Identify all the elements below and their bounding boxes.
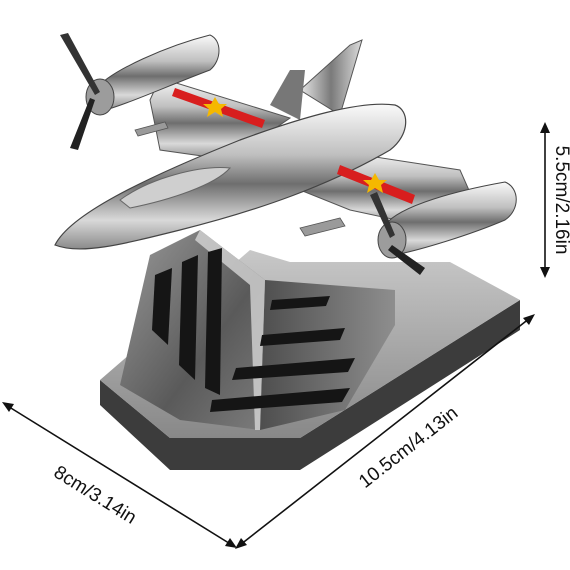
jet-model xyxy=(54,33,517,275)
engine-pod-lower xyxy=(370,181,517,275)
missiles xyxy=(134,121,346,237)
insignia-upper xyxy=(172,88,265,128)
stand-base xyxy=(100,230,520,470)
propeller-upper-icon xyxy=(60,33,100,150)
arrow-right-icon xyxy=(225,538,237,548)
vent-slots-right xyxy=(210,296,355,412)
base-right-panel xyxy=(260,280,395,430)
arrow-down-left-icon xyxy=(235,538,247,549)
fuselage xyxy=(54,103,407,250)
arrow-up-right-icon xyxy=(523,314,535,325)
star-lower-icon xyxy=(363,173,387,193)
base-front-ridge xyxy=(195,230,265,430)
vent-slots-left xyxy=(152,248,222,395)
star-upper-icon xyxy=(203,97,227,117)
propeller-lower-icon xyxy=(370,192,425,275)
tail-fin xyxy=(299,39,363,116)
insignia-lower xyxy=(337,165,415,204)
tail-fin-rear xyxy=(270,70,305,120)
engine-pod-upper xyxy=(60,33,220,150)
depth-label: 8cm/3.14in xyxy=(50,462,140,529)
arrow-up-icon xyxy=(540,122,550,133)
height-dimension: 5.5cm/2.16in xyxy=(540,122,570,278)
arrow-left-icon xyxy=(2,402,14,412)
height-label: 5.5cm/2.16in xyxy=(551,146,570,255)
arrow-down-icon xyxy=(540,267,550,278)
cockpit xyxy=(119,167,232,209)
base-plinth xyxy=(100,300,520,470)
